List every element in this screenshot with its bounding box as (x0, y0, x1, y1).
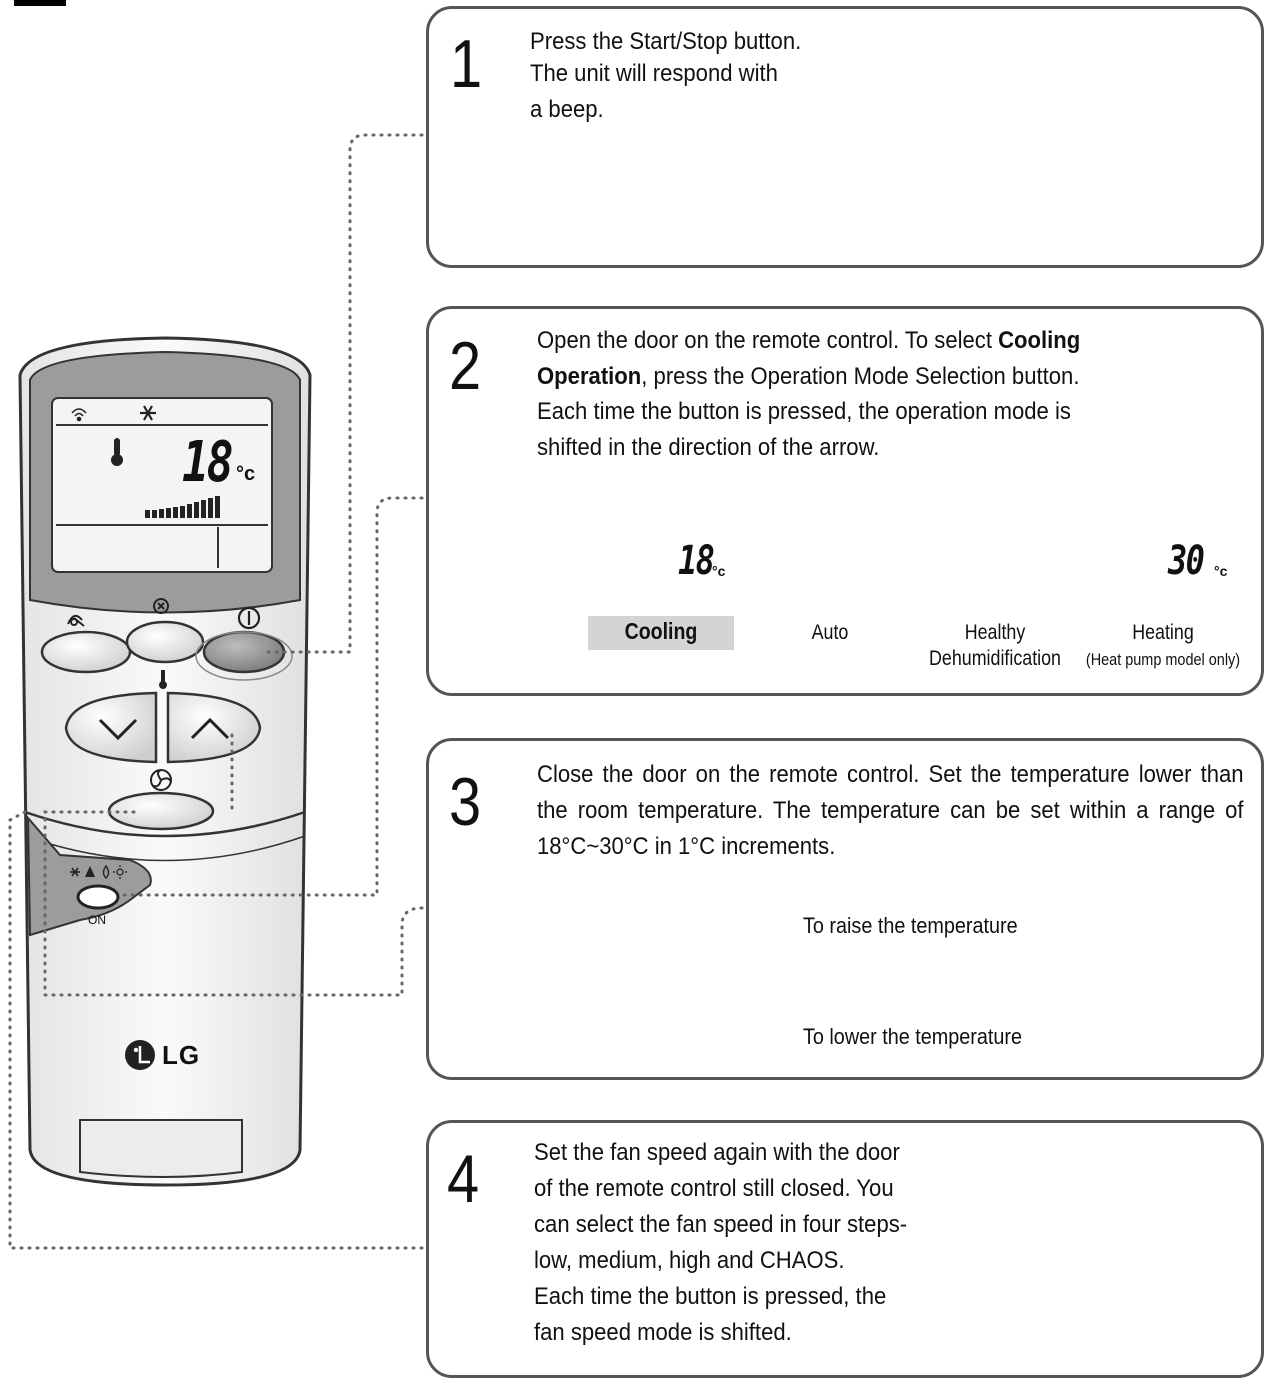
mode-label-cooling: Cooling (624, 618, 698, 644)
step-2-bold-operation: Operation (537, 363, 642, 390)
power-icon (237, 606, 261, 630)
remote-lcd (51, 397, 273, 573)
raise-temperature-label: To raise the temperature (803, 913, 1018, 938)
mode-lcd-cooling-unit: °c (712, 563, 726, 579)
step-1-line-3: a beep. (530, 96, 604, 123)
mode-label-auto: Auto (811, 621, 849, 644)
step-2-panel (426, 306, 1264, 696)
step-1-number: 1 (450, 26, 483, 102)
step-4-line-4: low, medium, high and CHAOS. (534, 1247, 845, 1274)
step-2-line-3: Each time the button is pressed, the ope… (537, 398, 1071, 425)
lg-logo (125, 1040, 155, 1070)
mode-sub-heat-pump: (Heat pump model only) (1085, 650, 1241, 669)
step-2-line-1: Open the door on the remote control. To … (537, 323, 1080, 359)
step-4-number: 4 (447, 1141, 480, 1217)
mode-lcd-cooling-temp: 18 (678, 538, 715, 584)
page-corner-tab (14, 0, 66, 6)
mode-lcd-heating-temp: 30 (1168, 538, 1205, 584)
step-2-bold-cooling: Cooling (998, 327, 1081, 354)
step-4-line-3: can select the fan speed in four steps- (534, 1211, 908, 1238)
remote-fan-bars (145, 496, 220, 518)
step-4-line-6: fan speed mode is shifted. (534, 1319, 792, 1346)
fan-mode-icon (153, 598, 169, 614)
step-4-line-1: Set the fan speed again with the door (534, 1139, 900, 1166)
remote-lcd-temperature: 18 (182, 430, 234, 495)
step-3-text: Close the door on the remote control. Se… (537, 761, 1244, 860)
mode-sub-dehumidification: Dehumidification (929, 647, 1061, 670)
cooling-highlight (588, 616, 734, 650)
swing-icon (67, 614, 85, 627)
step-3-number: 3 (449, 764, 482, 840)
step-2-line-2: Operation, press the Operation Mode Sele… (537, 359, 1079, 395)
step-2-line-2-rest: , press the Operation Mode Selection but… (641, 363, 1080, 390)
step-2-text-pre: Open the door on the remote control. To … (537, 327, 999, 354)
fan-icon (150, 769, 172, 791)
remote-logo-text: LG (162, 1040, 201, 1070)
dotted-connectors (8, 133, 424, 1250)
remote-lcd-unit: °c (236, 463, 256, 485)
step-4-line-5: Each time the button is pressed, the (534, 1283, 887, 1310)
remote-door-button-label: ON (88, 913, 106, 927)
step-2-line-4: shifted in the direction of the arrow. (537, 434, 880, 461)
step-1-panel (426, 6, 1264, 268)
step-1-line-2: The unit will respond with (530, 60, 778, 87)
thermometer-icon (159, 670, 167, 689)
mode-label-healthy: Healthy (964, 621, 1026, 644)
mode-label-heating: Heating (1132, 621, 1194, 644)
step-2-number: 2 (449, 328, 482, 404)
step-3-panel (426, 738, 1264, 1080)
step-4-line-2: of the remote control still closed. You (534, 1175, 894, 1202)
lower-temperature-label: To lower the temperature (803, 1024, 1023, 1049)
remote-control (18, 336, 312, 1187)
mode-lcd-heating-unit: °c (1214, 563, 1228, 579)
step-1-line-1: Press the Start/Stop button. (530, 28, 802, 55)
step-4-panel (426, 1120, 1264, 1378)
